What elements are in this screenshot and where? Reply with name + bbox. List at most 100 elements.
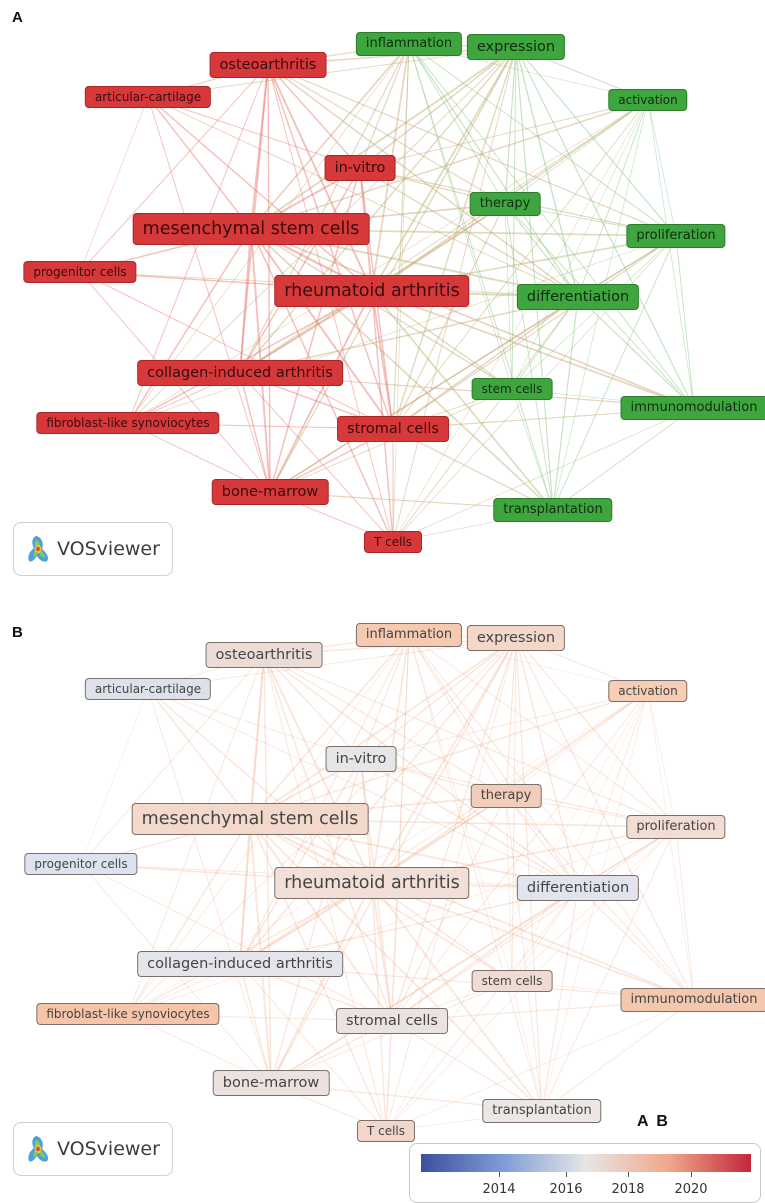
- network-edge: [408, 43, 554, 511]
- network-edge: [515, 637, 579, 889]
- legend-tick: [499, 1172, 500, 1177]
- network-edge: [391, 690, 649, 1022]
- node-immunomodulation[interactable]: immunomodulation: [620, 988, 765, 1012]
- node-stem-cells[interactable]: stem cells: [471, 378, 553, 400]
- network-edge: [269, 46, 517, 493]
- network-edge: [270, 637, 517, 1084]
- node-in-vitro[interactable]: in-vitro: [325, 746, 397, 772]
- network-edge: [541, 826, 677, 1112]
- network-edge: [127, 882, 373, 1015]
- node-bone-marrow[interactable]: bone-marrow: [212, 1070, 330, 1096]
- network-edge: [250, 228, 513, 390]
- network-edge: [392, 407, 695, 543]
- node-expression[interactable]: expression: [466, 34, 566, 60]
- network-edge: [511, 296, 579, 390]
- network-edge: [239, 99, 649, 374]
- network-edge: [269, 296, 579, 493]
- node-proliferation[interactable]: proliferation: [626, 224, 726, 248]
- network-edge: [270, 826, 677, 1084]
- network-edge: [675, 826, 695, 1001]
- node-mesenchymal-stem-cells[interactable]: mesenchymal stem cells: [131, 803, 369, 835]
- network-edge: [515, 637, 695, 1001]
- node-proliferation[interactable]: proliferation: [626, 815, 726, 839]
- network-edge: [408, 634, 695, 1001]
- network-edge: [577, 99, 649, 298]
- node-articular-cartilage[interactable]: articular-cartilage: [84, 678, 212, 700]
- node-rheumatoid-arthritis[interactable]: rheumatoid arthritis: [274, 275, 470, 307]
- node-articular-cartilage[interactable]: articular-cartilage: [84, 86, 212, 108]
- network-edge: [511, 637, 517, 982]
- network-edge: [239, 637, 517, 965]
- network-edge: [505, 637, 517, 797]
- network-edge: [392, 428, 554, 511]
- node-mesenchymal-stem-cells[interactable]: mesenchymal stem cells: [132, 213, 370, 245]
- node-collagen-induced-arthritis[interactable]: collagen-induced arthritis: [137, 951, 343, 977]
- network-edge: [385, 690, 649, 1132]
- legend-corner-label: A B: [637, 1113, 668, 1130]
- node-progenitor-cells[interactable]: progenitor cells: [23, 261, 137, 283]
- legend-tick-label: 2016: [549, 1182, 583, 1197]
- node-immunomodulation[interactable]: immunomodulation: [620, 396, 765, 420]
- node-stromal-cells[interactable]: stromal cells: [337, 416, 449, 442]
- node-therapy[interactable]: therapy: [469, 192, 541, 216]
- node-expression[interactable]: expression: [466, 625, 566, 651]
- node-activation[interactable]: activation: [608, 680, 688, 702]
- network-edge: [249, 818, 393, 1022]
- network-edge: [392, 203, 506, 430]
- vosviewer-logo-icon: [28, 536, 49, 562]
- node-t-cells[interactable]: T cells: [363, 531, 423, 553]
- network-edge: [267, 64, 373, 292]
- network-edge: [408, 634, 579, 889]
- network-edge: [263, 654, 362, 760]
- vosviewer-label: VOSviewer: [57, 1138, 160, 1160]
- node-progenitor-cells[interactable]: progenitor cells: [24, 853, 138, 875]
- node-activation[interactable]: activation: [608, 89, 688, 111]
- node-inflammation[interactable]: inflammation: [355, 623, 463, 647]
- node-transplantation[interactable]: transplantation: [493, 498, 613, 522]
- vosviewer-label: VOSviewer: [57, 538, 160, 560]
- network-edge: [127, 818, 251, 1015]
- node-therapy[interactable]: therapy: [470, 784, 542, 808]
- node-t-cells[interactable]: T cells: [356, 1120, 416, 1142]
- node-fibroblast-like-synoviocytes[interactable]: fibroblast-like synoviocytes: [36, 1003, 220, 1025]
- node-collagen-induced-arthritis[interactable]: collagen-induced arthritis: [137, 360, 343, 386]
- node-differentiation[interactable]: differentiation: [516, 284, 640, 310]
- node-osteoarthritis[interactable]: osteoarthritis: [209, 52, 327, 78]
- network-edge: [127, 235, 677, 424]
- year-color-legend: 2014 2016 2018 2020: [409, 1143, 761, 1203]
- network-edge: [239, 228, 252, 374]
- network-edge: [371, 290, 394, 430]
- legend-tick: [628, 1172, 629, 1177]
- network-edge: [391, 1020, 543, 1112]
- network-edge: [79, 271, 394, 430]
- network-edge: [371, 882, 387, 1132]
- network-edge: [647, 690, 677, 828]
- network-edge: [504, 99, 649, 205]
- node-fibroblast-like-synoviocytes[interactable]: fibroblast-like synoviocytes: [36, 412, 220, 434]
- network-edge: [511, 388, 554, 511]
- network-edge: [392, 235, 677, 430]
- network-edge: [147, 688, 362, 760]
- legend-tick-label: 2020: [674, 1182, 708, 1197]
- network-edge: [371, 637, 517, 884]
- node-rheumatoid-arthritis[interactable]: rheumatoid arthritis: [274, 867, 470, 899]
- network-edge: [269, 290, 373, 493]
- node-stromal-cells[interactable]: stromal cells: [336, 1008, 448, 1034]
- vosviewer-logo-icon: [28, 1136, 49, 1162]
- node-differentiation[interactable]: differentiation: [516, 875, 640, 901]
- network-edge: [239, 167, 361, 374]
- node-osteoarthritis[interactable]: osteoarthritis: [205, 642, 323, 668]
- node-inflammation[interactable]: inflammation: [355, 32, 463, 56]
- year-gradient-bar: [421, 1154, 751, 1172]
- network-edge: [385, 887, 579, 1132]
- network-edge: [552, 235, 677, 511]
- network-edge: [79, 96, 149, 273]
- network-edge: [127, 826, 677, 1015]
- node-transplantation[interactable]: transplantation: [482, 1099, 602, 1123]
- node-bone-marrow[interactable]: bone-marrow: [211, 479, 329, 505]
- network-edge: [250, 43, 410, 230]
- node-in-vitro[interactable]: in-vitro: [324, 155, 396, 181]
- node-stem-cells[interactable]: stem cells: [471, 970, 553, 992]
